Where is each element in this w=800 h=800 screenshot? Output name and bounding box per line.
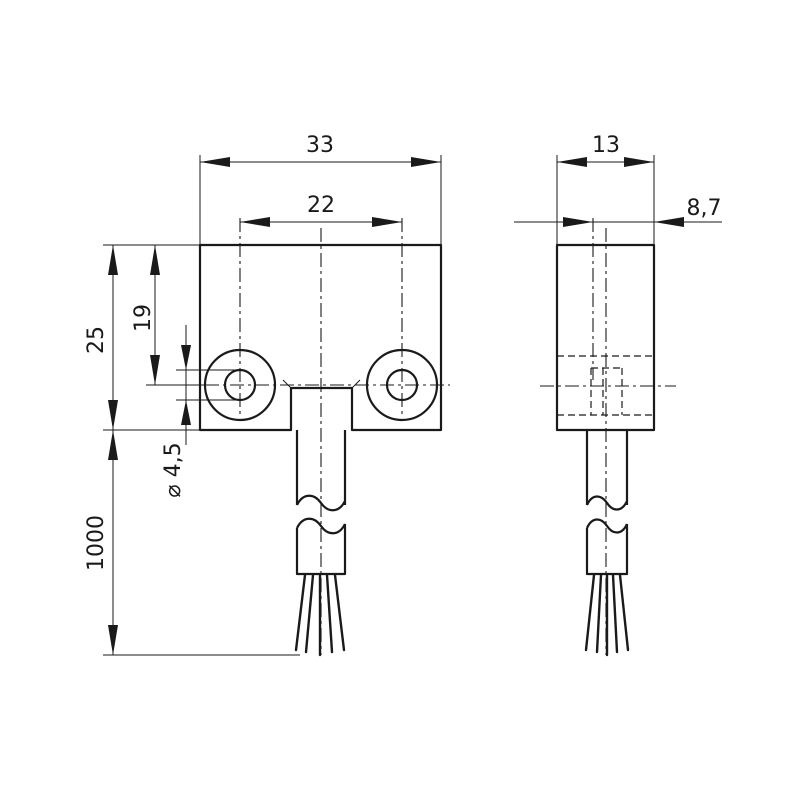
dimension-width-overall: 33 xyxy=(199,133,442,245)
front-cable-break-top xyxy=(296,494,346,512)
dimension-depth-to-axis: 8,7 xyxy=(514,196,722,227)
front-view xyxy=(180,218,450,657)
side-wires xyxy=(584,573,630,657)
dimension-height-to-hole: 19 xyxy=(131,245,205,386)
front-wires xyxy=(294,573,346,657)
side-cable-break-top xyxy=(585,495,629,511)
dim-label-22: 22 xyxy=(307,193,335,218)
dim-label-1000: 1000 xyxy=(84,515,109,571)
front-cable-lower xyxy=(295,524,347,576)
notch-chamfer-right xyxy=(351,379,361,389)
side-view xyxy=(540,218,676,657)
dim-label-13: 13 xyxy=(592,133,620,158)
dim-label-diameter: ⌀ 4,5 xyxy=(161,442,186,497)
side-cable-break-bottom xyxy=(585,518,629,534)
dimension-hole-spacing: 22 xyxy=(240,193,402,227)
notch-chamfer-left xyxy=(282,379,292,389)
side-cable-upper xyxy=(585,430,629,505)
dim-label-19: 19 xyxy=(131,304,156,332)
dimension-height-overall: 25 xyxy=(84,244,200,431)
dim-label-8-7: 8,7 xyxy=(687,196,722,221)
front-cable-upper xyxy=(295,430,347,505)
dim-label-33: 33 xyxy=(306,133,334,158)
dim-label-25: 25 xyxy=(84,326,109,354)
front-cable-break-bottom xyxy=(296,517,346,535)
mounting-hole-right xyxy=(365,348,439,422)
dimension-hole-diameter: ⌀ 4,5 xyxy=(161,325,240,498)
dimension-cable-length: 1000 xyxy=(84,430,300,656)
dimension-depth-overall: 13 xyxy=(556,133,655,245)
